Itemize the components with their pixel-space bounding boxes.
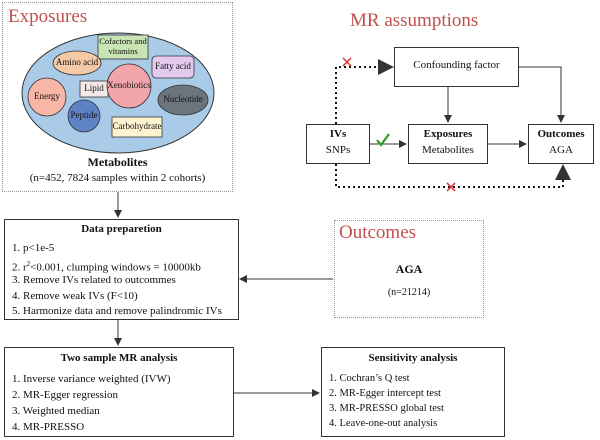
- cofactors-label: Cofactors and vitamins: [99, 36, 147, 56]
- outcomes-box-title: Outcomes: [537, 128, 585, 140]
- data-preparation-item-1: 1. p<1e-5: [12, 242, 55, 254]
- ivs-sub: SNPs: [325, 144, 351, 156]
- carbohydrate-box: [111, 116, 163, 138]
- two-sample-item-2: 2. MR-Egger regression: [12, 389, 119, 401]
- energy-shape: [27, 77, 67, 117]
- ivs-to-confounding-dotted: [335, 59, 394, 124]
- sensitivity-item-1: 1. Cochran’s Q test: [329, 373, 410, 384]
- amino-acid-shape: [52, 50, 102, 76]
- fatty-acid-box: [151, 55, 195, 79]
- outcomes-panel: [334, 220, 484, 318]
- data-preparation-item-3: 3. Remove IVs related to outcommes: [12, 274, 176, 286]
- sensitivity-item-4: 4. Leave-one-out analysis: [329, 418, 438, 429]
- outcomes-panel-name: AGA: [395, 262, 423, 276]
- xenobiotics-label: Xenobiotics: [107, 80, 151, 90]
- two-sample-item-3: 3. Weighted median: [12, 405, 100, 417]
- data-preparation-title: Data preparetion: [81, 223, 162, 235]
- outcomes-panel-n: (n=21214): [387, 287, 431, 298]
- two-sample-item-1: 1. Inverse variance weighted (IVW): [12, 373, 171, 385]
- cross-icon-bottom: [446, 182, 456, 192]
- lipid-label: Lipid: [84, 83, 104, 93]
- exposures-box-sub: Metabolites: [422, 144, 474, 156]
- xenobiotics-shape: [106, 63, 152, 109]
- two-sample-box: [4, 347, 234, 437]
- fatty-acid-label: Fatty acid: [155, 61, 191, 71]
- cross-icon-top: [342, 57, 352, 67]
- outcomes-box: [528, 124, 594, 164]
- data-preparation-item-2: 2. r2<0.001, clumping windows = 10000kb: [12, 260, 201, 274]
- energy-label: Energy: [34, 91, 60, 101]
- confounding-box: [394, 47, 519, 87]
- ivs-to-outcomes-dotted: [335, 164, 571, 188]
- exposures-box-title: Exposures: [423, 128, 473, 140]
- ivs-title: IVs: [329, 128, 347, 140]
- metabolites-label: Metabolites: [87, 155, 148, 169]
- metabolites-detail: (n=452, 7824 samples within 2 cohorts): [29, 172, 206, 184]
- ivs-box: [306, 124, 370, 164]
- exposures-box: [408, 124, 488, 164]
- nucleotide-shape: [157, 84, 209, 116]
- mr-assumptions-title: MR assumptions: [350, 10, 479, 31]
- nucleotide-label: Nucleotide: [163, 94, 203, 104]
- confounding-label: Confounding factor: [413, 59, 500, 71]
- outcomes-panel-title: Outcomes: [339, 222, 417, 243]
- peptide-label: Peptide: [70, 110, 98, 120]
- two-sample-title: Two sample MR analysis: [60, 352, 178, 364]
- data-preparation-item-4: 4. Remove weak IVs (F<10): [12, 290, 138, 302]
- check-icon: [376, 133, 390, 147]
- sensitivity-box: [321, 347, 505, 437]
- sensitivity-item-2: 2. MR-Egger intercept test: [329, 388, 441, 399]
- peptide-shape: [67, 99, 101, 133]
- sensitivity-item-3: 3. MR-PRESSO global test: [329, 403, 444, 414]
- metabolites-ellipse-diagram: [21, 32, 215, 154]
- data-preparation-box: [4, 219, 239, 320]
- two-sample-item-4: 4. MR-PRESSO: [12, 421, 85, 433]
- confounding-to-outcomes-arrow: [519, 66, 565, 123]
- exposures-panel: [2, 2, 233, 192]
- data-preparation-item-5: 5. Harmonize data and remove palindromic…: [12, 305, 222, 317]
- amino-acid-label: Amino acid: [55, 57, 99, 67]
- carbohydrate-label: Carbohydrate: [112, 121, 162, 131]
- sensitivity-title: Sensitivity analysis: [368, 352, 458, 364]
- outcomes-box-sub: AGA: [549, 144, 573, 156]
- exposures-title: Exposures: [8, 6, 88, 27]
- cofactors-box: [97, 34, 149, 60]
